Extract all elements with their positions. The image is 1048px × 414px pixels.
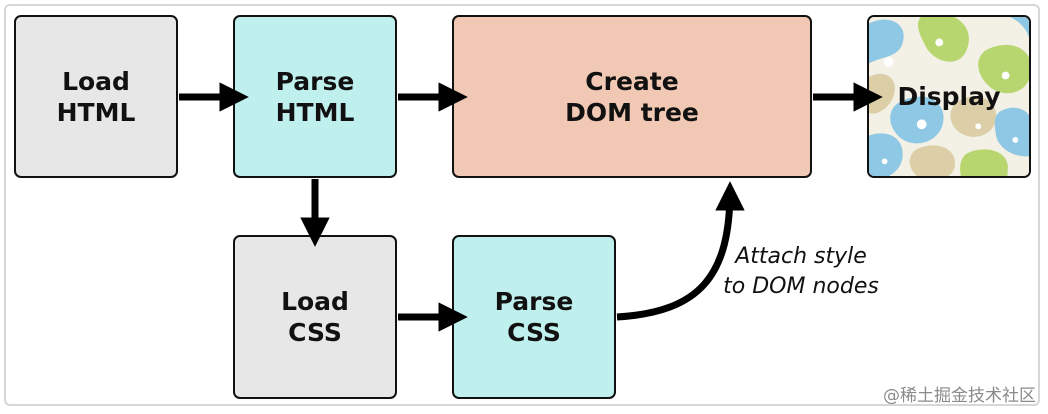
load-html-line1: Load [62,66,130,96]
load-css-line2: CSS [288,318,342,347]
annotation-line1: Attach style [735,244,867,269]
parse-css-box: Parse CSS [452,235,616,399]
watermark: @稀土掘金技术社区 [883,386,1036,406]
create-dom-line1: Create [585,66,679,96]
parse-css-line2: CSS [507,318,561,347]
parse-css-line1: Parse [494,287,574,316]
load-css-box: Load CSS [233,235,397,399]
parse-html-box: Parse HTML [233,15,397,178]
parse-html-line1: Parse [275,66,355,96]
create-dom-line2: DOM tree [565,97,699,127]
display-label: Display [897,82,1001,111]
load-css-line1: Load [281,287,349,316]
attach-style-annotation: Attach style to DOM nodes [706,242,896,302]
create-dom-tree-box: Create DOM tree [452,15,812,178]
load-html-box: Load HTML [14,15,178,178]
display-box: Display [867,15,1031,178]
load-html-line2: HTML [56,97,136,127]
parse-html-line2: HTML [275,97,355,127]
annotation-line2: to DOM nodes [723,274,879,299]
